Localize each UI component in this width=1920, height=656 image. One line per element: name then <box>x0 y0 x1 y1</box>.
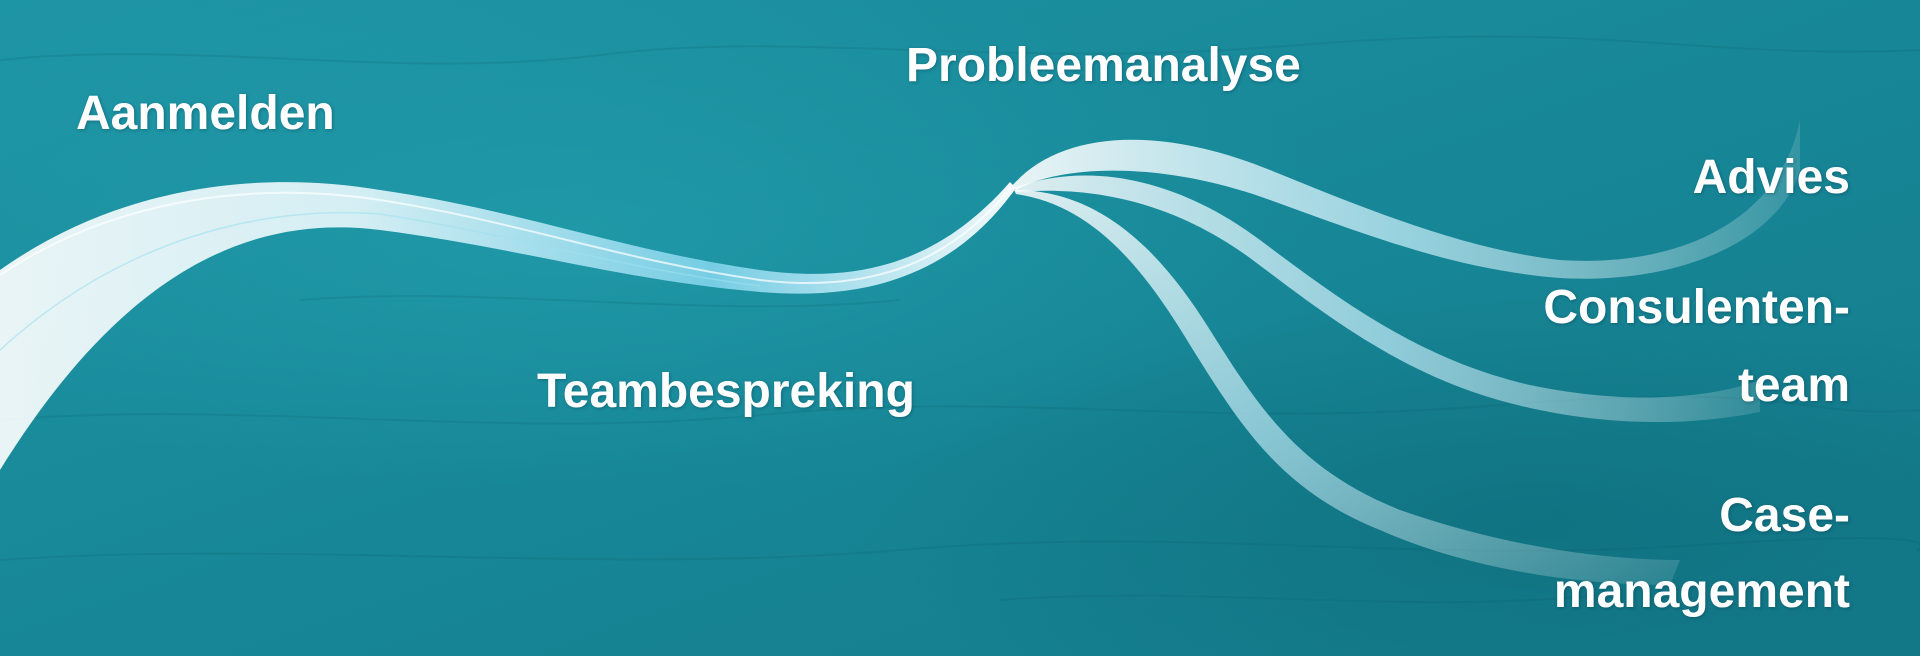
branch-ribbon-consulententeam <box>1014 175 1760 423</box>
branch-ribbon-casemanagement <box>1014 190 1680 585</box>
label-casemanagement-line2: management <box>1553 565 1850 618</box>
label-casemanagement-line1: Case- <box>1719 489 1850 542</box>
label-probleemanalyse: Probleemanalyse <box>906 39 1301 92</box>
label-consulententeam-line1: Consulenten- <box>1543 281 1850 334</box>
label-advies: Advies <box>1692 151 1850 204</box>
main-flow-ribbon <box>0 182 1016 470</box>
label-aanmelden: Aanmelden <box>76 87 335 140</box>
branch-ribbon-advies <box>1012 120 1800 279</box>
label-teambespreking: Teambespreking <box>537 365 915 418</box>
label-consulententeam-line2: team <box>1737 359 1850 412</box>
